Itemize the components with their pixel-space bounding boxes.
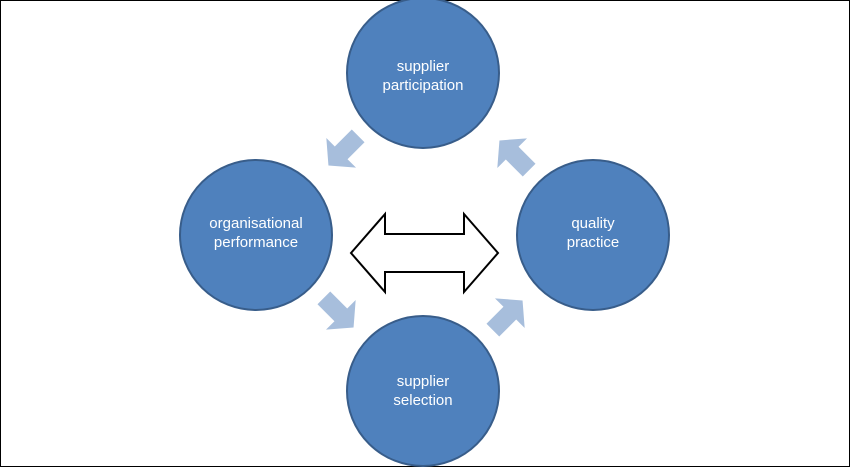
node-supplier-participation bbox=[346, 0, 500, 149]
arrow-performance-to-selection bbox=[317, 291, 356, 330]
arrow-quality-to-participation bbox=[497, 138, 536, 177]
node-quality-practice bbox=[516, 159, 670, 311]
node-top-label-line2: participation bbox=[383, 77, 464, 94]
node-left-label-line1: organisational bbox=[209, 215, 302, 232]
arrow-selection-to-quality bbox=[486, 298, 525, 337]
node-bottom-label-line1: supplier bbox=[397, 373, 450, 390]
node-left-label-line2: performance bbox=[214, 234, 298, 251]
node-organisational-performance bbox=[179, 159, 333, 311]
double-arrow-center bbox=[349, 211, 500, 295]
node-top-label-line1: supplier bbox=[397, 58, 450, 75]
node-right-label-line1: quality bbox=[571, 215, 615, 232]
node-right-label-line2: practice bbox=[567, 234, 620, 251]
arrow-participation-to-performance bbox=[326, 129, 365, 168]
node-bottom-label-line2: selection bbox=[393, 392, 452, 409]
node-supplier-selection bbox=[346, 315, 500, 467]
